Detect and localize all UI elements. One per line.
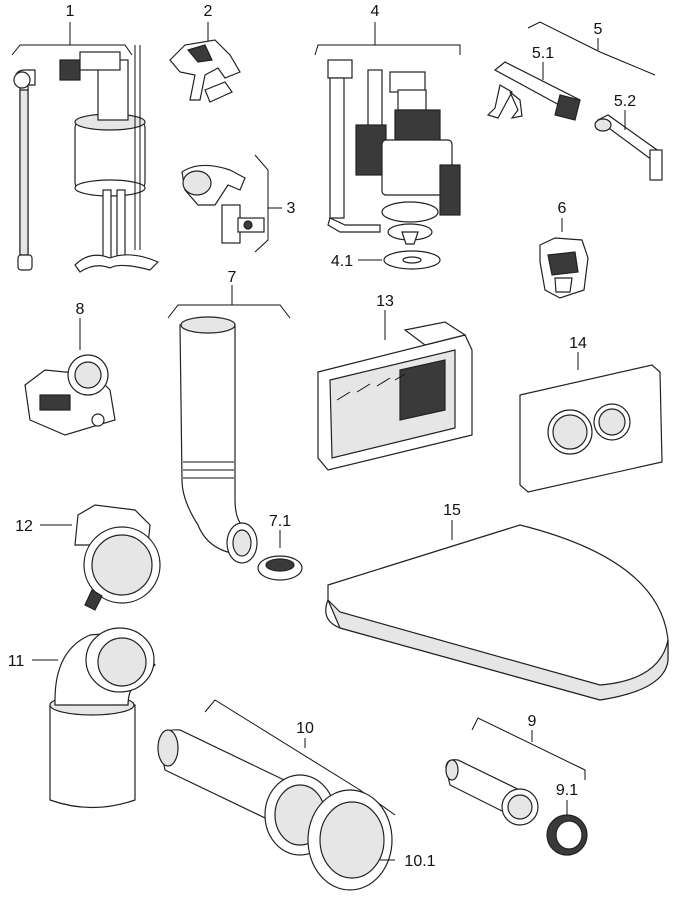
label-5-2: 5.2	[614, 93, 636, 110]
label-10: 10	[296, 720, 314, 737]
part-4-1-washer	[358, 250, 441, 270]
label-12: 12	[15, 518, 33, 535]
part-6-bracket	[539, 218, 589, 299]
label-1: 1	[66, 3, 75, 20]
label-7: 7	[228, 269, 237, 286]
label-9: 9	[528, 713, 537, 730]
part-9-small-pipe	[445, 717, 588, 856]
part-4-flush-valve	[314, 22, 461, 245]
part-1-fill-valve	[11, 22, 160, 273]
label-6: 6	[558, 200, 567, 217]
part-8-holder	[24, 318, 116, 436]
part-12-pipe-clamp	[40, 504, 161, 611]
label-10-1: 10.1	[404, 853, 435, 870]
part-13-mounting-frame	[317, 310, 473, 471]
label-14: 14	[569, 335, 587, 352]
part-7-1-seal	[257, 530, 303, 581]
part-7-flush-pipe	[167, 285, 291, 564]
label-7-1: 7.1	[269, 513, 291, 530]
label-9-1: 9.1	[556, 782, 578, 799]
label-8: 8	[76, 301, 85, 318]
part-labels: 1 2 3 4 4.1 5 5.1 5.2 6 7 7.1 8 9 9.1 10…	[8, 3, 637, 870]
part-15-toilet-seat	[325, 520, 669, 701]
label-5-1: 5.1	[532, 45, 554, 62]
label-4: 4	[371, 3, 380, 20]
label-11: 11	[8, 653, 25, 670]
label-15: 15	[443, 502, 461, 519]
part-2-clip	[169, 22, 241, 103]
part-11-pipe-bend	[32, 627, 156, 809]
part-10-connector-pipe	[157, 699, 396, 891]
part-3-valve-parts	[181, 154, 282, 253]
label-3: 3	[287, 200, 296, 217]
label-13: 13	[376, 293, 394, 310]
part-5-release-parts	[486, 21, 663, 181]
label-2: 2	[204, 3, 213, 20]
part-14-actuator-plate	[519, 352, 663, 493]
label-5: 5	[594, 21, 603, 38]
label-4-1: 4.1	[331, 253, 353, 270]
